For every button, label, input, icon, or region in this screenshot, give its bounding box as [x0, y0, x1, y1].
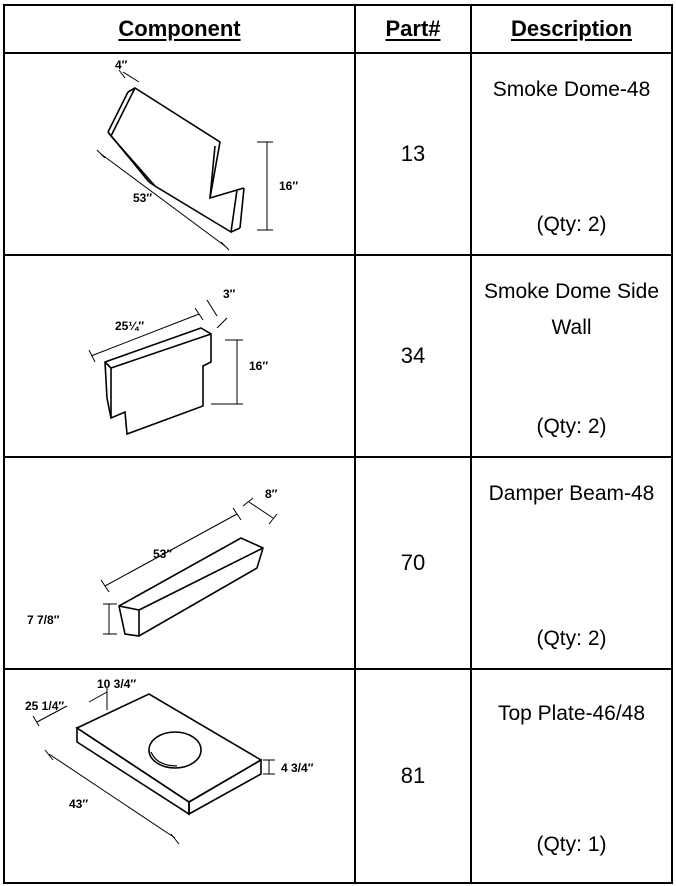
- part-number: 81: [356, 670, 472, 882]
- component-quantity: (Qty: 2): [536, 627, 607, 650]
- component-drawing-cell: 25¼″ 3″ 16″: [5, 256, 356, 456]
- component-name: Damper Beam-48: [488, 482, 655, 505]
- damper-beam-drawing: 53″ 8″ 7 7/8″: [27, 487, 278, 637]
- dim-label: 53″: [133, 191, 152, 205]
- side-wall-drawing: 25¼″ 3″ 16″: [88, 287, 268, 436]
- dim-label: 16″: [249, 359, 268, 373]
- header-part-number: Part#: [356, 6, 472, 52]
- table-row: 4″ 53″ 16″ 13 Smoke Dome-48 (Qty: 2): [5, 54, 671, 256]
- dim-label: 25¼″: [115, 319, 144, 333]
- component-drawing-cell: 4″ 53″ 16″: [5, 54, 356, 254]
- part-number: 13: [356, 54, 472, 254]
- description-cell: Damper Beam-48 (Qty: 2): [472, 458, 671, 668]
- component-drawing-cell: 53″ 8″ 7 7/8″: [5, 458, 356, 668]
- component-drawing-cell: 10 3/4″ 25 1/4″ 4 3/4″ 43″: [5, 670, 356, 882]
- dim-label: 25 1/4″: [25, 699, 64, 713]
- dim-label: 4 3/4″: [281, 761, 314, 775]
- table-row: 25¼″ 3″ 16″ 34 Smoke Dome Side Wall (Qty…: [5, 256, 671, 458]
- dim-label: 53″: [153, 547, 172, 561]
- dim-label: 16″: [279, 179, 298, 193]
- component-quantity: (Qty: 2): [536, 213, 607, 236]
- component-quantity: (Qty: 1): [536, 833, 607, 856]
- component-name: Top Plate-46/48: [497, 702, 646, 725]
- component-quantity: (Qty: 2): [536, 415, 607, 438]
- description-cell: Top Plate-46/48 (Qty: 1): [472, 670, 671, 882]
- table-row: 10 3/4″ 25 1/4″ 4 3/4″ 43″ 81 Top Plate-…: [5, 670, 671, 882]
- top-plate-drawing: 10 3/4″ 25 1/4″ 4 3/4″ 43″: [25, 677, 314, 845]
- part-number: 34: [356, 256, 472, 456]
- dim-label: 4″: [115, 58, 128, 72]
- components-table: Component Part# Description: [3, 4, 673, 884]
- component-name: Smoke Dome-48: [492, 78, 651, 101]
- smoke-dome-drawing: 4″ 53″ 16″: [96, 58, 298, 251]
- dim-label: 43″: [69, 797, 88, 811]
- dim-label: 10 3/4″: [97, 677, 136, 691]
- description-cell: Smoke Dome-48 (Qty: 2): [472, 54, 671, 254]
- header-description: Description: [510, 16, 633, 41]
- dim-label: 3″: [223, 287, 236, 301]
- dim-label: 8″: [265, 487, 278, 501]
- component-name: Smoke Dome Side Wall: [483, 280, 660, 339]
- header-component: Component: [5, 6, 356, 52]
- table-row: 53″ 8″ 7 7/8″ 70 Damper Beam-48 (Qty: 2): [5, 458, 671, 670]
- description-cell: Smoke Dome Side Wall (Qty: 2): [472, 256, 671, 456]
- dim-label: 7 7/8″: [27, 613, 60, 627]
- part-number: 70: [356, 458, 472, 668]
- table-header-row: Component Part# Description: [5, 6, 671, 54]
